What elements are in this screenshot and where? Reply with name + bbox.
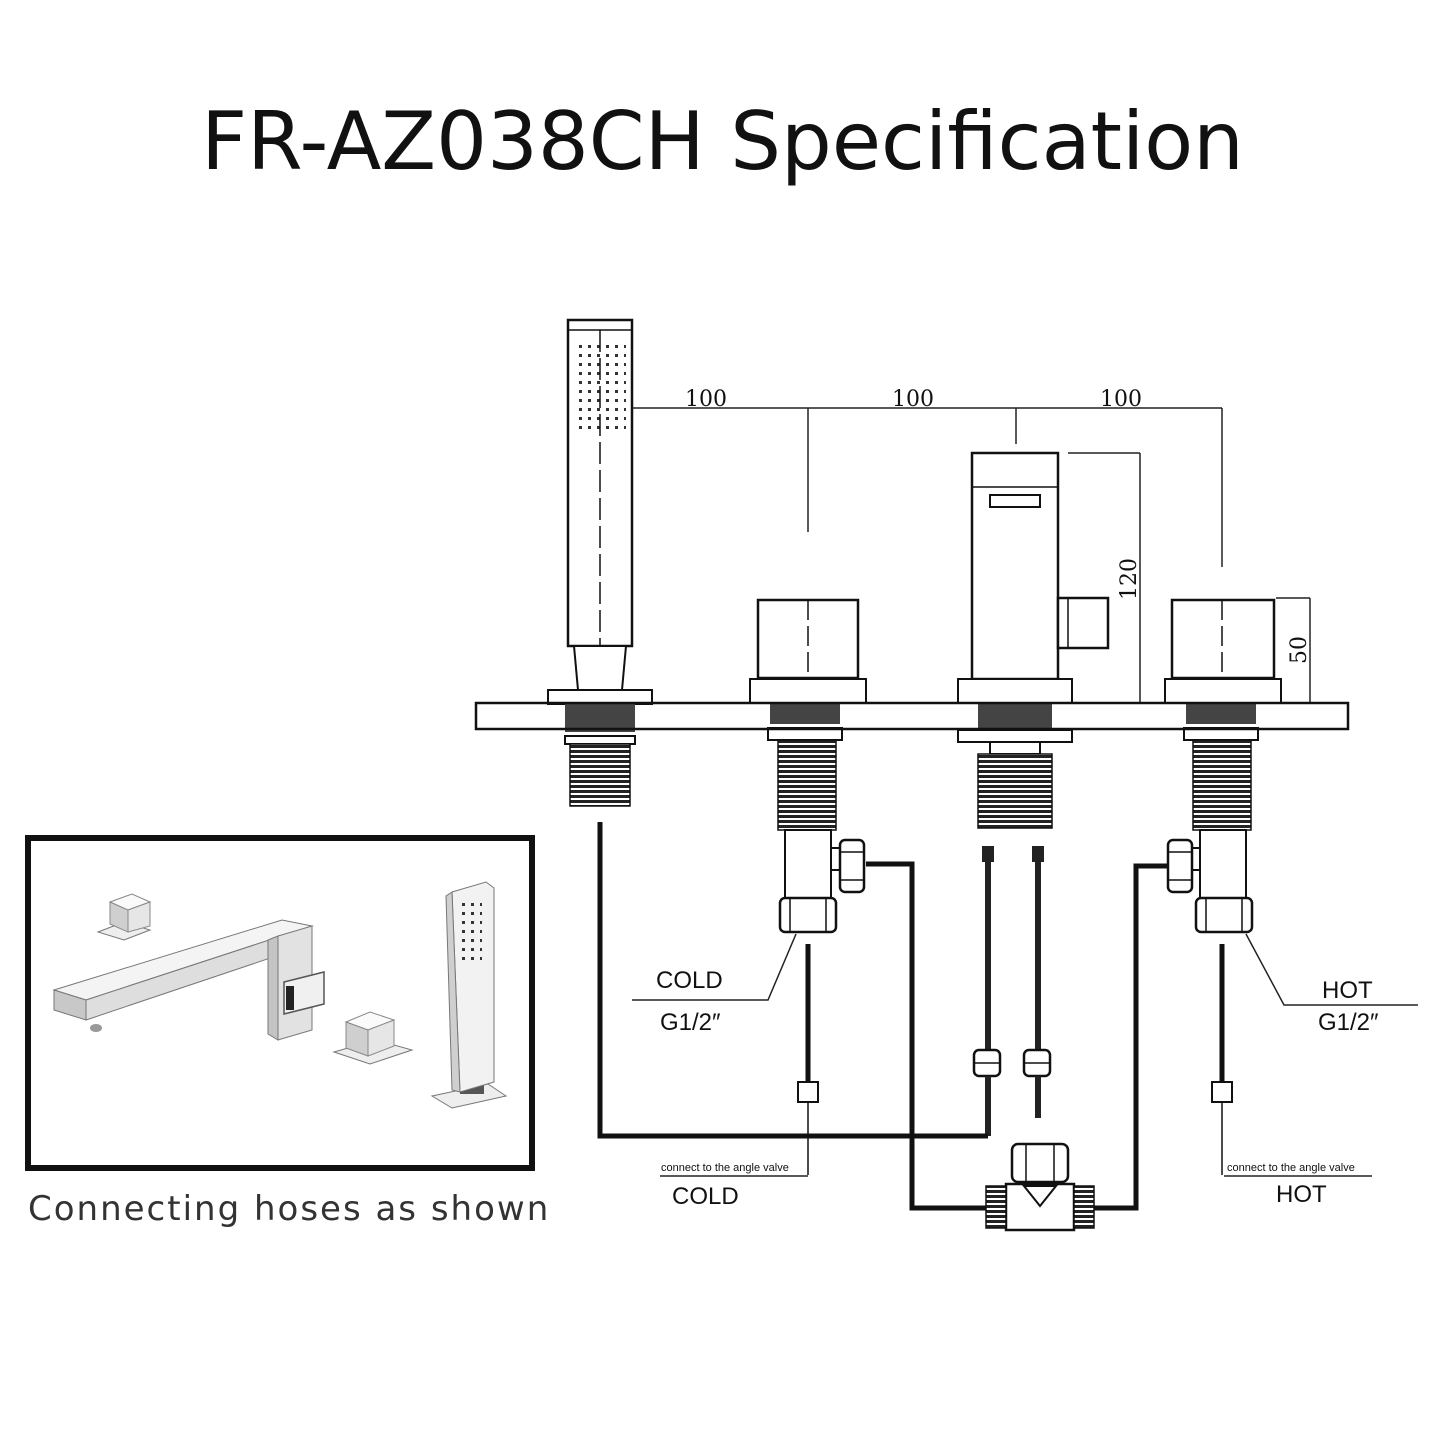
cold-inlet-label: COLD — [656, 967, 723, 994]
dimension-handle-height: 50 — [1287, 636, 1312, 664]
cold-angle-valve-connector — [797, 1081, 819, 1103]
product-photo-inset — [25, 835, 535, 1171]
hand-shower-render — [430, 881, 508, 1109]
dimension-spout-height: 120 — [1117, 558, 1142, 600]
cold-supply-label: COLD — [672, 1183, 739, 1210]
tee-connector — [985, 1142, 1095, 1232]
spout-render — [52, 919, 325, 1041]
hot-supply-label: HOT — [1276, 1181, 1327, 1208]
hand-shower — [547, 318, 653, 807]
hot-inlet-label: HOT — [1322, 977, 1373, 1004]
hot-thread-label: G1/2″ — [1318, 1009, 1379, 1036]
spout-diverter — [957, 451, 1110, 829]
dimension-spacing-2: 100 — [892, 387, 934, 412]
hot-angle-valve-connector — [1211, 1081, 1233, 1103]
page-title: FR-AZ038CH Specification — [201, 95, 1244, 188]
hot-handle-valve — [1164, 598, 1282, 934]
cold-angle-valve-note: connect to the angle valve — [661, 1162, 789, 1174]
cold-handle-render — [96, 893, 152, 941]
dimension-lines — [600, 407, 1311, 702]
cold-thread-label: G1/2″ — [660, 1009, 721, 1036]
flexible-hose-left — [972, 846, 1002, 1136]
dimension-spacing-1: 100 — [685, 387, 727, 412]
hot-handle-render — [332, 1011, 414, 1065]
leader-lines — [632, 933, 1418, 1177]
cold-handle-valve — [749, 598, 867, 934]
hot-angle-valve-note: connect to the angle valve — [1227, 1162, 1355, 1174]
dimension-spacing-3: 100 — [1100, 387, 1142, 412]
supply-hoses — [597, 822, 1233, 1211]
deck-plate — [474, 701, 1350, 731]
inset-caption: Connecting hoses as shown — [28, 1189, 550, 1229]
flexible-hose-right — [1022, 846, 1052, 1118]
